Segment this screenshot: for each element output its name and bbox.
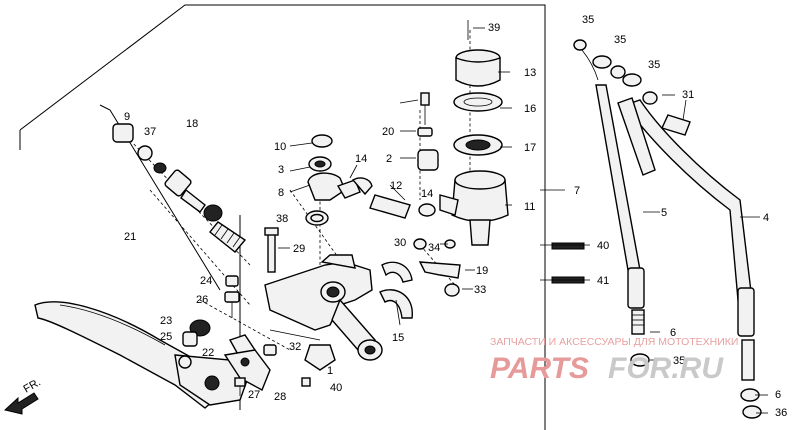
callout-20: 20 [382,126,394,138]
small-parts-left [182,275,311,396]
watermark: ЗАПЧАСТИ И АКСЕССУАРЫ ДЛЯ МОТОТЕХНИКИ PA… [490,336,738,385]
callout-19: 19 [476,265,488,277]
master-cylinder-body [264,227,383,371]
reservoir-hose [305,92,439,226]
callout-38: 39 [488,22,500,34]
callout-27: 27 [248,389,260,401]
brake-lever [34,301,251,409]
callout-labels: 1 2 3 4 5 6 6 7 8 9 10 11 12 13 14 14 15… [124,14,787,419]
callout-35d: 35 [673,355,685,367]
callout-34: 34 [428,242,440,254]
callout-35c: 35 [648,59,660,71]
callout-26: 26 [196,294,208,306]
callout-35b: 35 [614,34,626,46]
callout-3: 3 [278,164,284,176]
callout-16: 16 [524,103,536,115]
watermark-brand: PARTS [490,352,589,385]
watermark-brand-suffix: FOR.RU [608,352,724,385]
callout-36: 37 [144,126,156,138]
callout-10: 10 [274,141,286,153]
callout-39: 40 [330,382,342,394]
callout-18: 18 [186,118,198,130]
callout-6: 6 [670,327,676,339]
callout-13: 13 [524,67,536,79]
callout-35a: 35 [582,14,594,26]
callout-5: 5 [661,207,667,219]
piston-kit [112,123,247,253]
callout-12: 12 [390,180,402,192]
leader-lines [278,27,768,414]
callout-15: 15 [392,332,404,344]
callout-40a: 40 [597,240,609,252]
callout-31: 31 [682,89,694,101]
brake-hoses [551,39,762,419]
callout-6b: 6 [775,389,781,401]
callout-22: 22 [202,347,214,359]
callout-23: 23 [160,315,172,327]
callout-14: 14 [355,153,367,165]
callout-25: 25 [160,331,172,343]
fr-label: FR. [22,376,43,395]
callout-9: 9 [124,111,130,123]
callout-28: 28 [274,391,286,403]
callout-1: 1 [327,365,333,377]
callout-29: 29 [293,243,305,255]
watermark-caption: ЗАПЧАСТИ И АКСЕССУАРЫ ДЛЯ МОТОТЕХНИКИ [490,336,738,348]
callout-21: 21 [124,231,136,243]
callout-7: 7 [574,185,580,197]
callout-37: 38 [276,213,288,225]
callout-17: 17 [524,142,536,154]
callout-32: 32 [289,341,301,353]
callout-8: 8 [278,187,284,199]
front-arrow: FR. [3,376,43,415]
callout-2: 2 [386,153,392,165]
callout-40b: 41 [597,275,609,287]
callout-33: 33 [474,284,486,296]
callout-14b: 14 [421,188,433,200]
clamp [379,238,461,319]
callout-35e: 36 [775,407,787,419]
callout-24: 24 [200,275,212,287]
callout-30: 30 [394,237,406,249]
reservoir [439,20,509,246]
callout-11: 11 [524,201,535,213]
callout-4: 4 [763,212,769,224]
